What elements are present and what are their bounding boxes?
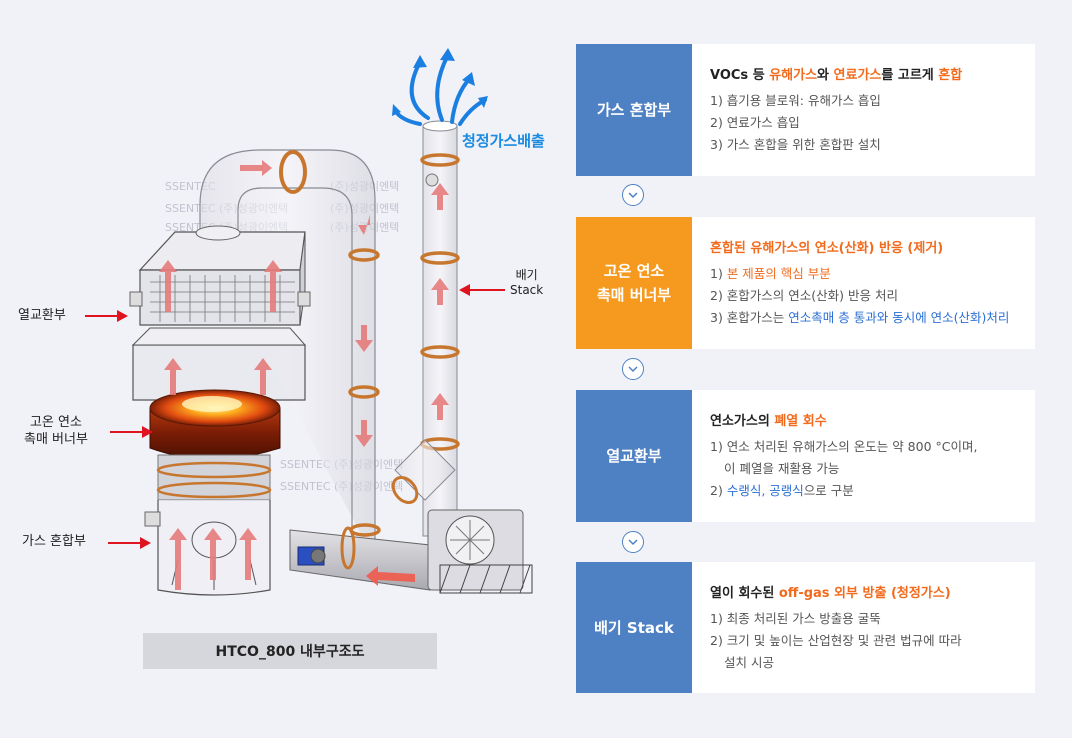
chevron-down-icon	[622, 184, 644, 206]
text-run: 수랭식, 공랭식	[726, 483, 804, 498]
text-run: 1) 연소 처리된 유해가스의 온도는 약 800 °C이며,	[710, 439, 978, 454]
chevron-down-icon	[622, 531, 644, 553]
text-run: 3) 혼합가스는	[710, 310, 789, 325]
text-run: 연소가스의	[710, 414, 775, 429]
step-title: VOCs 등 유해가스와 연료가스를 고르게 혼합	[710, 64, 962, 83]
step-title: 열이 회수된 off-gas 외부 방출 (청정가스)	[710, 582, 962, 601]
heat-exchanger	[129, 225, 311, 326]
step-head-line: 열교환부	[606, 447, 662, 465]
label-heat-exchanger: 열교환부	[18, 308, 66, 323]
text-run: 1) 최종 처리된 가스 방출용 굴뚝	[710, 611, 881, 626]
step-head: 열교환부	[576, 390, 692, 522]
label-gas-mixer: 가스 혼합부	[22, 534, 86, 549]
step-title: 연소가스의 폐열 회수	[710, 410, 977, 429]
exhaust-label: 청정가스배출	[462, 132, 545, 150]
step-line: 3) 혼합가스는 연소촉매 층 통과와 동시에 연소(산화)처리	[710, 307, 1009, 329]
step-body: 연소가스의 폐열 회수 1) 연소 처리된 유해가스의 온도는 약 800 °C…	[692, 390, 977, 522]
text-run: off-gas 외부 방출 (청정가스)	[778, 586, 951, 601]
step-head-line: 고온 연소	[603, 262, 665, 280]
burner	[149, 389, 281, 460]
step-card-heat-exchanger: 열교환부 연소가스의 폐열 회수 1) 연소 처리된 유해가스의 온도는 약 8…	[576, 390, 1035, 522]
step-head: 고온 연소 촉매 버너부	[576, 217, 692, 349]
stack-label-line1: 배기	[515, 268, 538, 282]
text-run: 연소촉매 층 통과와 동시에 연소(산화)처리	[788, 310, 1010, 325]
step-card-stack: 배기 Stack 열이 회수된 off-gas 외부 방출 (청정가스) 1) …	[576, 562, 1035, 693]
step-line: 3) 가스 혼합을 위한 혼합판 설치	[710, 134, 962, 156]
step-line: 2) 연료가스 흡입	[710, 112, 962, 134]
step-head: 배기 Stack	[576, 562, 692, 693]
chevron-down-icon	[622, 358, 644, 380]
text-run: 설치 시공	[724, 655, 774, 670]
step-line: 1) 흡기용 블로워: 유해가스 흡입	[710, 90, 962, 112]
text-run: 열이 회수된	[710, 586, 779, 601]
text-run: VOCs 등	[710, 68, 770, 83]
step-head-line: 배기 Stack	[594, 618, 674, 637]
text-run: 혼합된 유해가스의 연소(산화) 반응 (제거)	[710, 241, 944, 256]
step-line: 2) 혼합가스의 연소(산화) 반응 처리	[710, 285, 1009, 307]
step-title: 혼합된 유해가스의 연소(산화) 반응 (제거)	[710, 237, 1009, 256]
step-body: 혼합된 유해가스의 연소(산화) 반응 (제거) 1) 본 제품의 핵심 부분 …	[692, 217, 1009, 349]
text-run: 2)	[710, 483, 727, 498]
text-run: 1) 흡기용 블로워: 유해가스 흡입	[710, 93, 881, 108]
label-burner-line1: 고온 연소	[29, 415, 82, 430]
step-line: 2) 크기 및 높이는 산업현장 및 관련 법규에 따라	[710, 630, 962, 652]
text-run: 폐열 회수	[774, 414, 827, 429]
blower	[427, 509, 533, 594]
text-run: 으로 구분	[803, 483, 854, 498]
step-line: 설치 시공	[710, 652, 962, 674]
text-run: 이 폐열을 재활용 가능	[724, 461, 840, 476]
step-line: 1) 본 제품의 핵심 부분	[710, 263, 1009, 285]
step-head: 가스 혼합부	[576, 44, 692, 176]
label-burner: 고온 연소 촉매 버너부	[24, 414, 88, 448]
step-line: 2) 수랭식, 공랭식으로 구분	[710, 480, 977, 502]
text-run: 연료가스	[833, 68, 882, 83]
equipment-illustration: SSENTEC(주)성광이엔텍 SSENTEC (주)성광이엔텍(주)성광이엔텍…	[85, 48, 533, 596]
step-card-gas-mixer: 가스 혼합부 VOCs 등 유해가스와 연료가스를 고르게 혼합 1) 흡기용 …	[576, 44, 1035, 176]
text-run: 와	[817, 68, 834, 83]
text-run: 유해가스	[769, 68, 818, 83]
step-line: 1) 최종 처리된 가스 방출용 굴뚝	[710, 608, 962, 630]
step-line: 이 폐열을 재활용 가능	[710, 458, 977, 480]
stack-label-line2: Stack	[510, 283, 544, 297]
stack-label: 배기 Stack	[510, 268, 543, 298]
step-head-line: 가스 혼합부	[596, 101, 672, 119]
step-head-line: 촉매 버너부	[596, 286, 672, 304]
text-run: 를 고르게	[881, 68, 939, 83]
step-body: VOCs 등 유해가스와 연료가스를 고르게 혼합 1) 흡기용 블로워: 유해…	[692, 44, 962, 176]
text-run: 1)	[710, 266, 727, 281]
step-card-burner: 고온 연소 촉매 버너부 혼합된 유해가스의 연소(산화) 반응 (제거) 1)…	[576, 217, 1035, 349]
text-run: 3) 가스 혼합을 위한 혼합판 설치	[710, 137, 881, 152]
label-burner-line2: 촉매 버너부	[24, 432, 88, 447]
diagram-caption: HTCO_800 내부구조도	[143, 633, 437, 669]
text-run: 2) 혼합가스의 연소(산화) 반응 처리	[710, 288, 898, 303]
step-line: 1) 연소 처리된 유해가스의 온도는 약 800 °C이며,	[710, 436, 977, 458]
text-run: 2) 크기 및 높이는 산업현장 및 관련 법규에 따라	[710, 633, 962, 648]
text-run: 본 제품의 핵심 부분	[726, 266, 831, 281]
step-body: 열이 회수된 off-gas 외부 방출 (청정가스) 1) 최종 처리된 가스…	[692, 562, 962, 693]
text-run: 혼합	[938, 68, 963, 83]
text-run: 2) 연료가스 흡입	[710, 115, 800, 130]
